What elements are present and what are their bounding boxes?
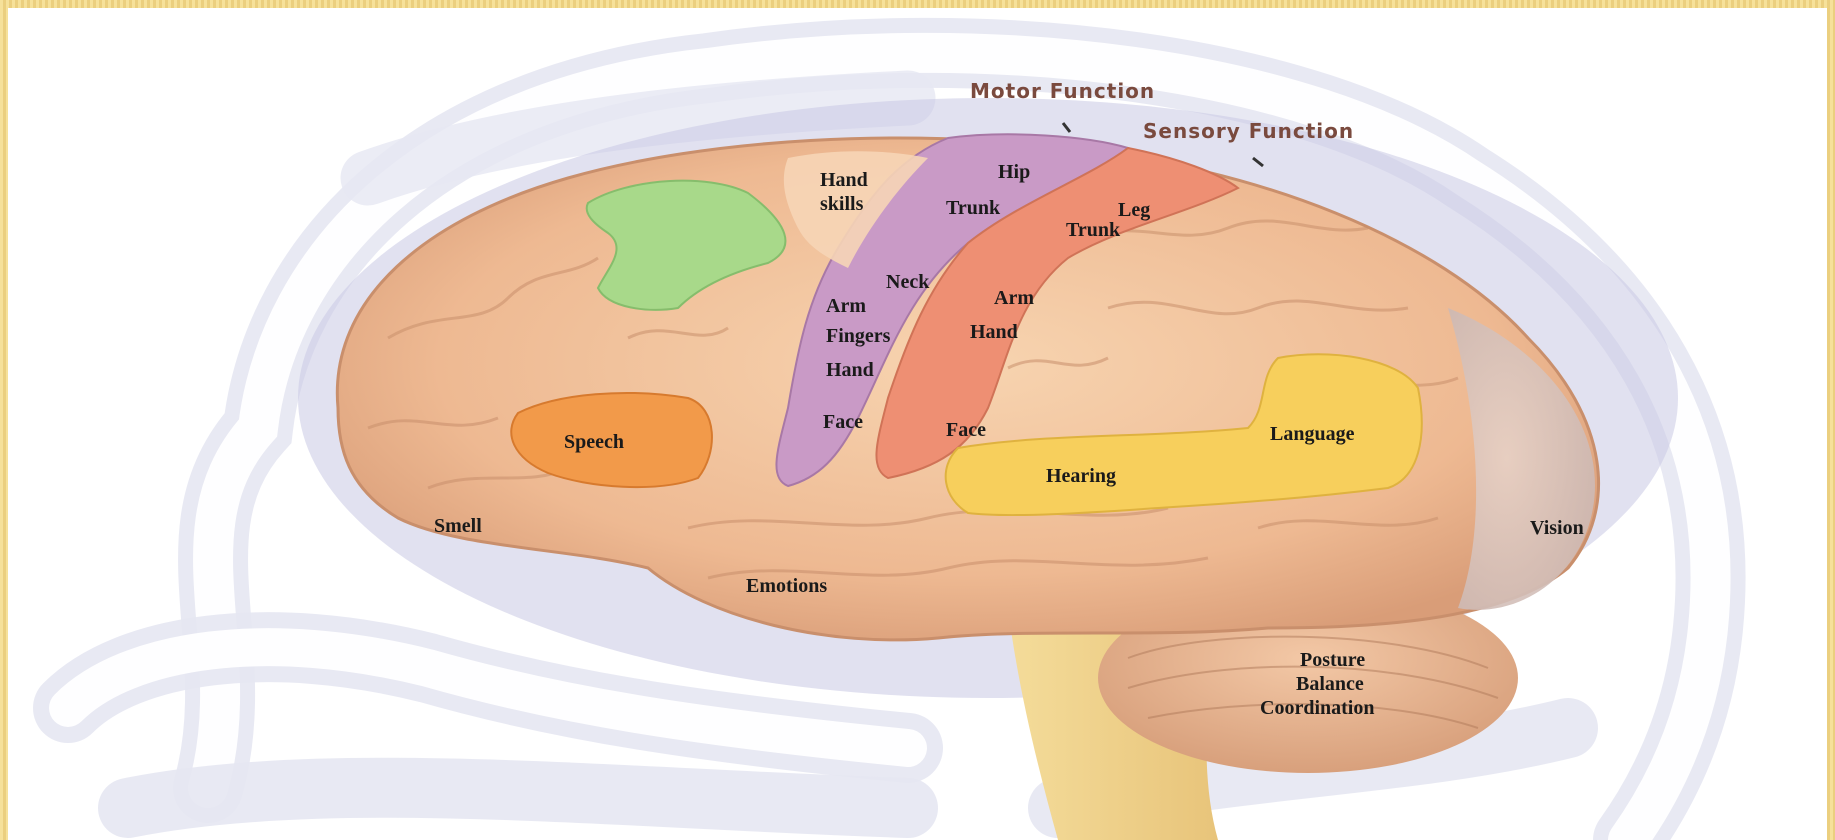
label-vision: Vision <box>1530 517 1584 539</box>
label-hearing: Hearing <box>1046 465 1116 487</box>
label-arm-motor: Arm <box>826 295 866 317</box>
label-neck: Neck <box>886 271 930 293</box>
label-motor-function: Motor Function <box>970 79 1155 103</box>
label-posture: Posture <box>1300 649 1365 671</box>
label-speech: Speech <box>564 431 624 453</box>
diagram-canvas: Motor Function Sensory Function Hand ski… <box>8 8 1827 840</box>
label-balance: Balance <box>1296 673 1364 695</box>
label-sensory-function: Sensory Function <box>1143 119 1354 143</box>
label-leg: Leg <box>1118 199 1150 221</box>
label-trunk-sensory: Trunk <box>1066 219 1121 241</box>
label-trunk-motor: Trunk <box>946 197 1001 219</box>
label-hand-sensory: Hand <box>970 321 1018 343</box>
label-hand-skills-1: Hand <box>820 169 868 191</box>
brain-diagram: Motor Function Sensory Function Hand ski… <box>8 8 1827 840</box>
label-hip: Hip <box>998 161 1030 183</box>
label-face-sensory: Face <box>946 419 986 441</box>
label-face-motor: Face <box>823 411 863 433</box>
label-emotions: Emotions <box>746 575 827 597</box>
label-smell: Smell <box>434 515 482 537</box>
label-arm-sensory: Arm <box>994 287 1034 309</box>
label-fingers: Fingers <box>826 325 891 347</box>
label-language: Language <box>1270 423 1355 445</box>
label-hand-motor: Hand <box>826 359 874 381</box>
label-hand-skills-2: skills <box>820 193 864 215</box>
label-coordination: Coordination <box>1260 697 1374 719</box>
